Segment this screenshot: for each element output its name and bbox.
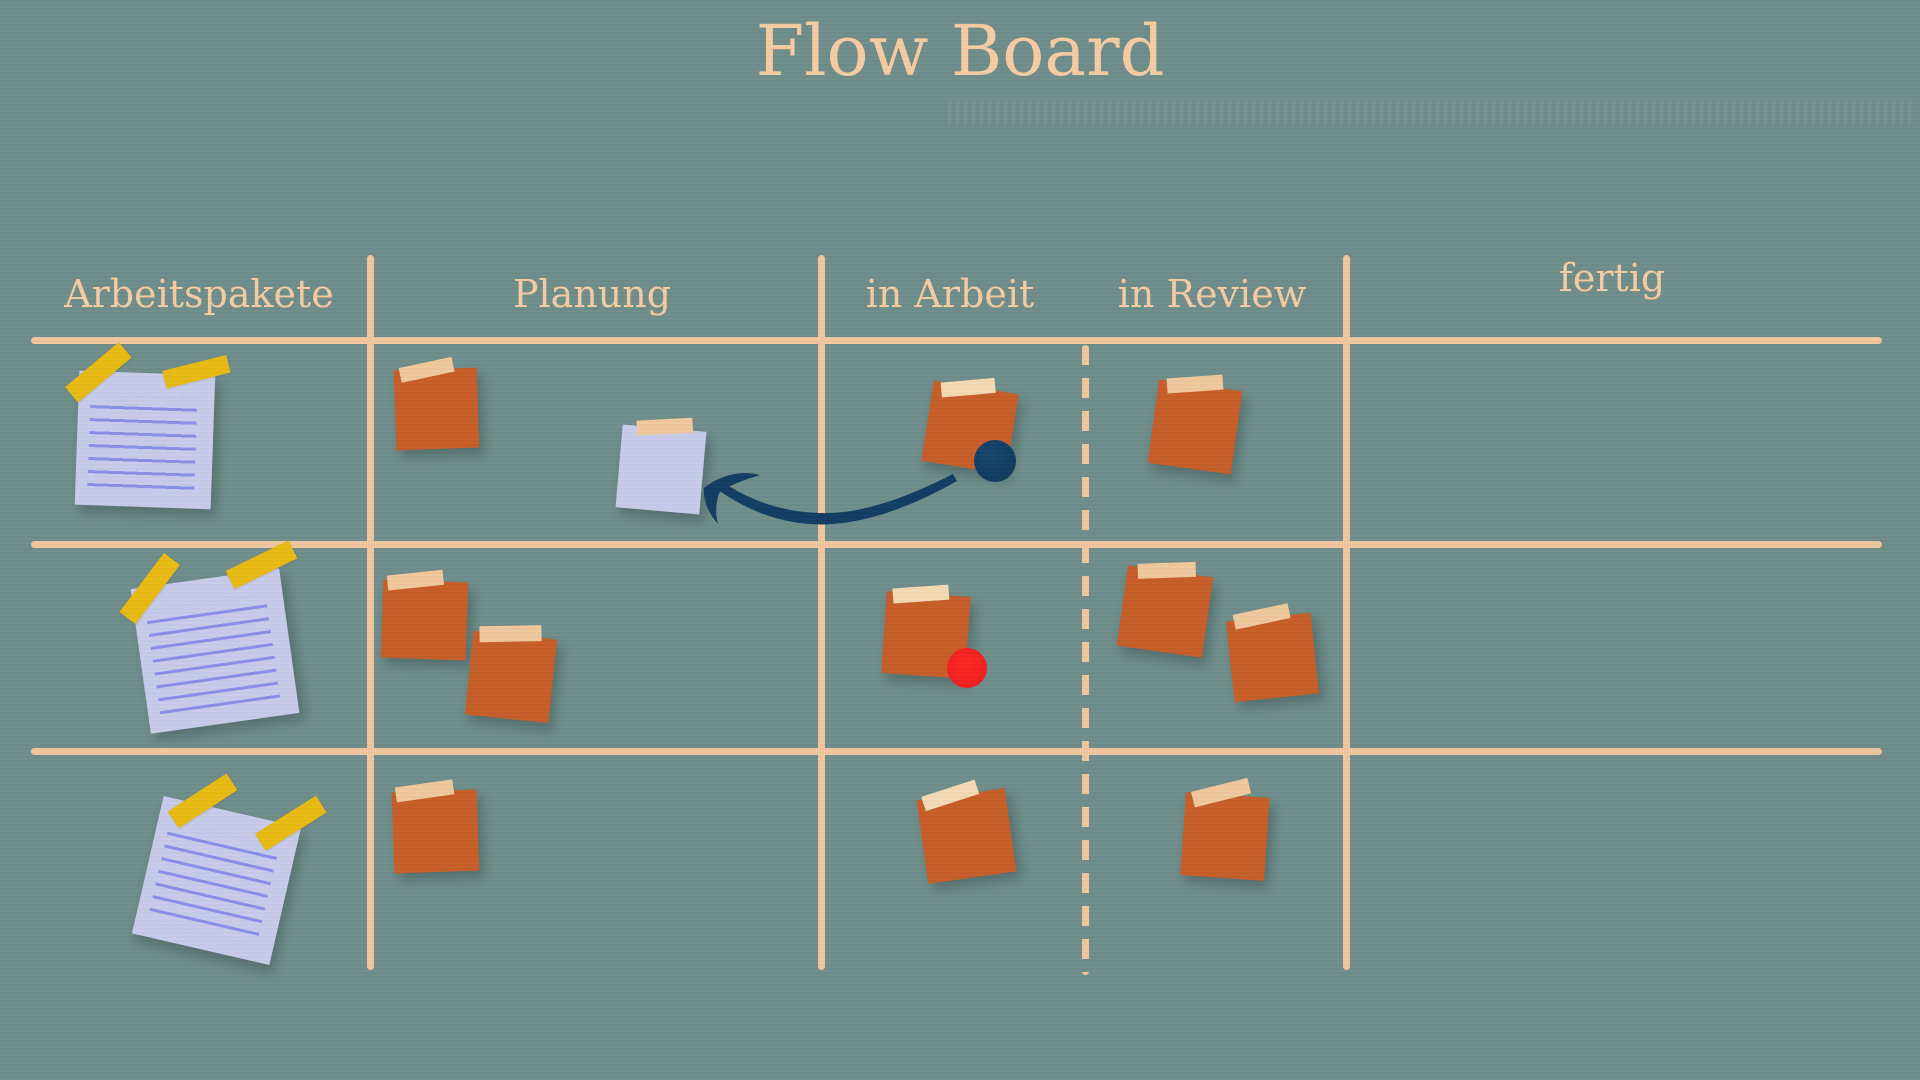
tape-icon (479, 625, 542, 643)
tape-icon (386, 569, 445, 591)
tape-icon (636, 417, 694, 436)
task-note[interactable] (380, 569, 469, 661)
task-note[interactable] (615, 417, 707, 515)
tape-icon (65, 342, 132, 403)
tape-icon (921, 779, 980, 812)
tape-icon (167, 773, 238, 829)
tape-icon (940, 377, 996, 398)
column-divider-1 (367, 255, 374, 970)
task-note[interactable] (464, 625, 558, 724)
work-package-note[interactable] (131, 773, 327, 966)
column-header-fertig: fertig (1558, 256, 1666, 300)
column-divider-2 (818, 255, 825, 970)
task-note[interactable] (916, 779, 1017, 884)
tape-icon (892, 584, 950, 604)
column-divider-dashed (1082, 345, 1089, 975)
red-dot-marker[interactable] (947, 648, 987, 688)
header-underline (31, 337, 1882, 344)
tape-icon (1137, 561, 1196, 579)
tape-icon (162, 355, 231, 389)
column-header-in-review: in Review (1117, 272, 1307, 316)
column-header-planung: Planung (512, 272, 672, 316)
row-divider-2 (31, 748, 1882, 755)
work-package-note[interactable] (119, 540, 300, 734)
tape-icon (1190, 777, 1252, 808)
task-note[interactable] (1116, 561, 1214, 658)
tape-icon (254, 795, 327, 851)
tape-icon (1232, 603, 1291, 630)
column-header-arbeitspakete: Arbeitspakete (64, 272, 334, 316)
work-package-note[interactable] (65, 342, 231, 510)
navy-dot-marker[interactable] (974, 440, 1016, 482)
task-note[interactable] (1225, 603, 1320, 703)
task-note[interactable] (1180, 777, 1270, 881)
column-divider-3 (1343, 255, 1350, 970)
ruled-lines (87, 395, 198, 493)
tape-icon (1166, 374, 1224, 394)
tape-icon (398, 356, 455, 383)
row-divider-1 (31, 541, 1882, 548)
background-texture (948, 101, 1912, 125)
task-note[interactable] (393, 356, 480, 451)
task-note[interactable] (1147, 374, 1243, 475)
ruled-lines (145, 594, 281, 717)
column-header-in-arbeit: in Arbeit (865, 272, 1035, 316)
board-title: Flow Board (755, 10, 1165, 92)
task-note[interactable] (391, 779, 480, 874)
tape-icon (394, 779, 455, 803)
